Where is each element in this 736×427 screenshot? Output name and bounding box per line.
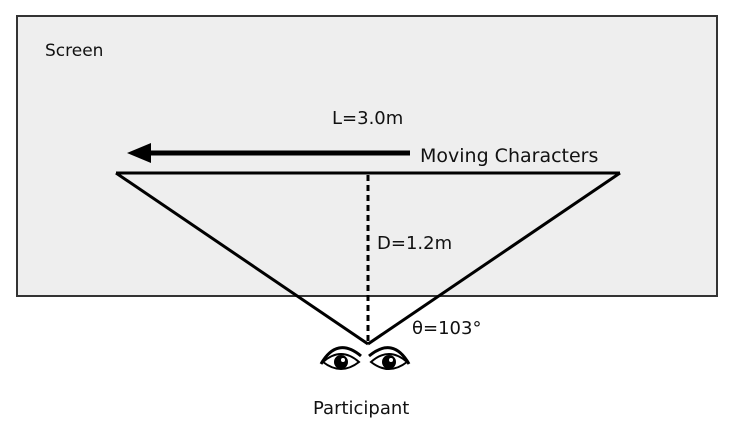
left-sight-line (115, 171, 369, 346)
moving-characters-label: Moving Characters (420, 145, 598, 167)
screen-panel (16, 15, 718, 297)
eye-icon (319, 346, 362, 370)
angle-label: θ=103° (412, 318, 481, 339)
eye-icon (368, 346, 411, 370)
distance-label: D=1.2m (377, 233, 452, 254)
right-sight-line (367, 171, 621, 346)
length-label: L=3.0m (332, 108, 403, 129)
left-arrow-icon (127, 143, 410, 163)
participant-label: Participant (313, 398, 409, 419)
screen-label: Screen (45, 41, 103, 61)
